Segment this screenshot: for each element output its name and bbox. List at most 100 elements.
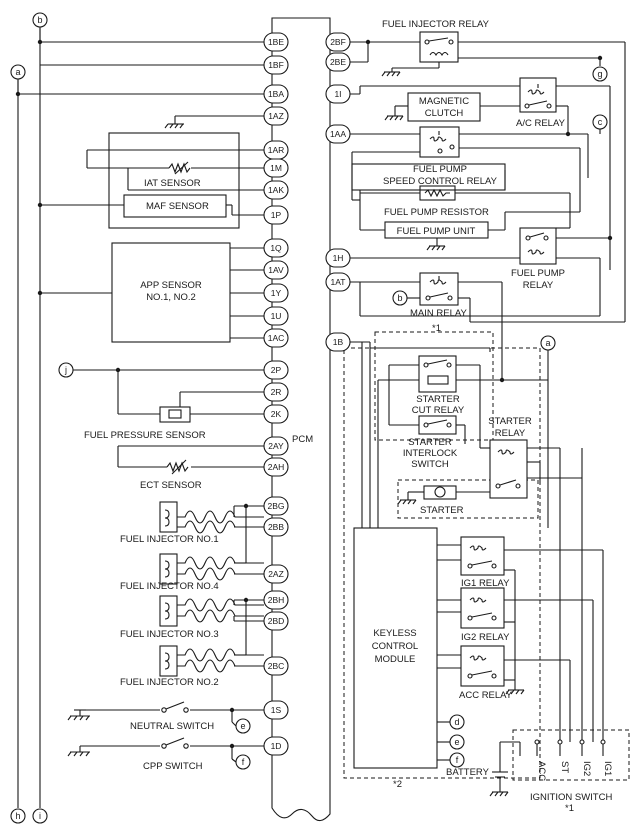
fuel-injector-1-symbol [159,501,264,534]
svg-text:2AH: 2AH [268,462,285,472]
node-f-right: f [449,752,465,768]
svg-text:1BF: 1BF [268,60,284,70]
bus-lines [17,28,41,808]
pcm-body [271,17,331,822]
component-labels: IAT SENSOR MAF SENSOR APP SENSOR NO.1, N… [84,19,613,814]
svg-text:1S: 1S [271,705,282,715]
maf-sensor-label: MAF SENSOR [146,201,209,212]
svg-text:2BB: 2BB [268,522,284,532]
ac-relay-symbol [519,77,557,113]
node-h: h [10,808,26,824]
svg-text:1AA: 1AA [330,129,346,139]
keyless-label-3: MODULE [375,654,416,665]
svg-text:1BE: 1BE [268,37,284,47]
svg-text:h: h [15,811,20,821]
fuel-pump-unit-label: FUEL PUMP UNIT [397,226,476,237]
neutral-switch-label: NEUTRAL SWITCH [130,721,214,732]
svg-text:1Y: 1Y [271,288,282,298]
node-a-right: a [540,335,556,351]
battery-label: BATTERY [446,767,490,778]
fuel-injector-3-label: FUEL INJECTOR NO.3 [120,629,219,640]
svg-text:2BC: 2BC [268,661,285,671]
pin-1az: 1AZ [263,106,289,126]
keyless-label-2: CONTROL [372,641,418,652]
svg-text:1U: 1U [271,311,282,321]
pin-2az: 2AZ [263,564,289,584]
connector-nodes: b a j e f h i g c b a d e f [10,12,608,824]
fuel-pump-speed-label-2: SPEED CONTROL RELAY [383,176,498,187]
node-b-right: b [392,290,408,306]
ig1-relay-symbol [460,536,505,576]
switch-acc-label: ACC [536,761,547,781]
node-c: c [592,114,608,130]
svg-text:2BG: 2BG [267,501,284,511]
pin-1bf: 1BF [263,55,289,75]
fuel-pump-unit-symbol [384,221,489,239]
acc-relay-symbol [460,645,505,687]
pin-1s: 1S [263,700,289,720]
pin-2bd: 2BD [263,611,289,631]
svg-text:2BF: 2BF [330,37,346,47]
cpp-switch-symbol [160,737,190,754]
pin-1p: 1P [263,205,289,225]
magnetic-clutch-symbol [407,92,481,122]
svg-text:g: g [597,69,602,79]
fuel-injector-1-label: FUEL INJECTOR NO.1 [120,534,219,545]
fuel-pump-speed-relay-symbol [419,126,460,158]
svg-text:2BE: 2BE [330,57,346,67]
fuel-pump-resistor-label: FUEL PUMP RESISTOR [384,207,489,218]
pcm-pins: 1BE 1BF 1BA 1AZ 1AR 1M 1AK 1P 1Q 1AV 1Y … [263,32,351,756]
main-relay-label: MAIN RELAY [410,308,468,319]
pin-1ak: 1AK [263,180,289,200]
svg-text:1D: 1D [271,741,282,751]
switch-ig2-label: IG2 [581,761,592,776]
svg-text:i: i [39,811,41,821]
node-g: g [592,66,608,82]
pin-2bf: 2BF [325,32,351,52]
ig2-relay-label: IG2 RELAY [461,632,510,643]
svg-text:j: j [64,365,67,375]
starter-interlock-label-3: SWITCH [411,459,449,470]
node-i: i [32,808,48,824]
ignition-switch-symbol [519,739,606,756]
node-a-left: a [10,64,26,80]
starter-interlock-switch-symbol [418,415,457,435]
pin-1av: 1AV [263,260,289,280]
starter-label: STARTER [420,505,464,516]
svg-text:1Q: 1Q [270,243,282,253]
svg-text:a: a [545,338,550,348]
node-j: j [58,362,74,378]
pin-2bb: 2BB [263,517,289,537]
svg-text:f: f [456,755,459,765]
pin-1q: 1Q [263,238,289,258]
pin-1h: 1H [325,248,351,268]
keyless-label-1: KEYLESS [373,628,416,639]
pin-2bh: 2BH [263,590,289,610]
svg-text:2K: 2K [271,409,282,419]
note-1-top: *1 [432,323,441,334]
app-sensor-label-1: APP SENSOR [140,280,202,291]
svg-text:1AC: 1AC [268,333,285,343]
magnetic-clutch-label-1: MAGNETIC [419,96,469,107]
svg-text:2P: 2P [271,365,282,375]
node-d-right: d [449,714,465,730]
starter-interlock-label-1: STARTER [408,437,452,448]
ig1-relay-label: IG1 RELAY [461,578,510,589]
pin-2bc: 2BC [263,656,289,676]
node-e-right: e [449,734,465,750]
note-1-bottom: *1 [565,803,574,814]
switch-st-label: ST [559,761,570,773]
svg-text:1BA: 1BA [268,89,284,99]
fuel-injector-4-label: FUEL INJECTOR NO.4 [120,581,219,592]
fuel-pump-relay-symbol [519,227,557,265]
magnetic-clutch-label-2: CLUTCH [425,108,464,119]
pin-2k: 2K [263,404,289,424]
node-e-left: e [235,718,251,734]
ignition-switch-label: IGNITION SWITCH [530,792,612,803]
svg-text:d: d [454,717,459,727]
svg-text:1P: 1P [271,210,282,220]
right-wiring [338,39,626,797]
pin-1ac: 1AC [263,328,289,348]
iat-sensor-label: IAT SENSOR [144,178,201,189]
dashed-boxes [343,331,630,781]
